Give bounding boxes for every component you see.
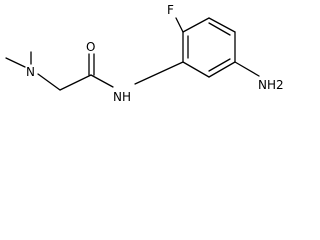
dimethylamino-nitrogen-label: N (26, 65, 35, 79)
carbonyl-nh-bond (90, 74, 114, 88)
ch2-carbonyl-bond (59, 74, 92, 91)
chemical-structure: N O NH F NH2 (5, 3, 284, 104)
ring-bond-5 (208, 61, 236, 78)
ring-inner-bond-2 (208, 22, 231, 36)
c-nh2-bond (234, 61, 260, 77)
c-f-bond (175, 17, 184, 33)
ring-bond-2 (182, 17, 210, 33)
carbonyl-oxygen-label: O (86, 40, 95, 54)
amino-group-label: NH2 (258, 78, 284, 92)
nh-ring-bond (134, 61, 184, 85)
methyl-bond-left (5, 57, 26, 68)
fluorine-label: F (167, 3, 174, 17)
amide-nitrogen-label: NH (113, 90, 131, 104)
n-ch2-bond (37, 73, 61, 91)
ring-bond-6 (182, 61, 210, 78)
ring-bond-3 (208, 17, 236, 33)
ring-inner-bond-3 (208, 58, 231, 72)
